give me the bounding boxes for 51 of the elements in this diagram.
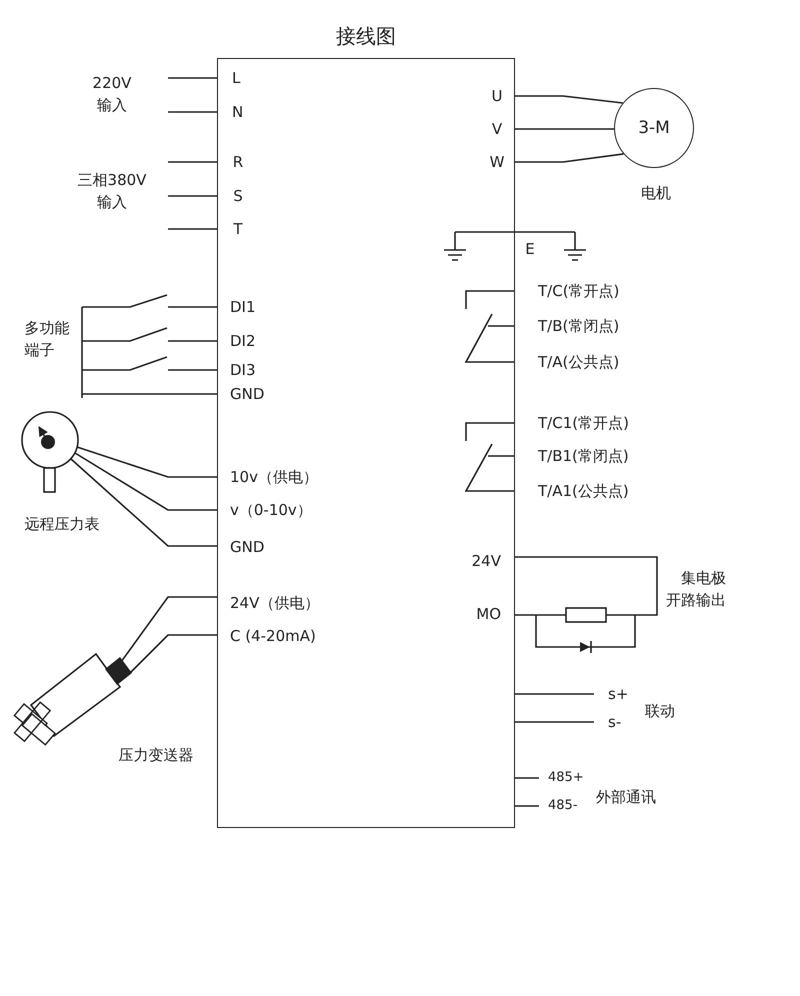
terminal-label: T/C(常开点) bbox=[538, 281, 620, 302]
diagram-title: 接线图 bbox=[336, 25, 396, 47]
terminal-label: N bbox=[232, 102, 244, 123]
terminal-label: s- bbox=[608, 712, 622, 733]
input-label: 多功能端子 bbox=[24, 318, 70, 361]
wire bbox=[74, 452, 217, 511]
device-caption: 电机 bbox=[641, 183, 671, 204]
terminal-label: C (4-20mA) bbox=[230, 626, 316, 647]
output-label: 集电极开路输出 bbox=[666, 568, 727, 611]
pressure-gauge-drawing bbox=[20, 410, 80, 494]
wire bbox=[128, 634, 217, 675]
wire bbox=[515, 128, 614, 130]
controller-box bbox=[217, 58, 515, 828]
terminal-label: W bbox=[490, 152, 504, 173]
terminal-label: T/B(常闭点) bbox=[538, 316, 620, 337]
motor-label: 3-M bbox=[638, 118, 670, 138]
device-caption: 远程压力表 bbox=[24, 514, 100, 535]
wire bbox=[515, 153, 624, 163]
terminal-label: L bbox=[232, 68, 240, 89]
terminal-label: 24V bbox=[472, 551, 501, 572]
terminal-label: 485+ bbox=[548, 769, 584, 787]
terminal-label: DI1 bbox=[230, 297, 256, 318]
terminal-label: DI3 bbox=[230, 360, 256, 381]
terminal-label: T bbox=[233, 219, 243, 240]
terminal-label: 485- bbox=[548, 797, 578, 815]
wire bbox=[70, 458, 217, 547]
terminal-label: U bbox=[492, 86, 502, 107]
terminal-label: T/B1(常闭点) bbox=[538, 446, 629, 467]
wire bbox=[76, 446, 217, 478]
terminal-label: s+ bbox=[608, 684, 628, 705]
input-label: 三相380V 输入 bbox=[76, 170, 148, 213]
terminal-label: T/A1(公共点) bbox=[538, 481, 629, 502]
terminal-label: R bbox=[232, 152, 244, 173]
wire bbox=[515, 95, 623, 104]
terminal-label: GND bbox=[230, 537, 264, 558]
terminal-label: 24V（供电） bbox=[230, 593, 320, 614]
function-label: 联动 bbox=[645, 701, 675, 722]
terminal-label: S bbox=[233, 186, 243, 207]
terminal-label: E bbox=[525, 239, 535, 260]
terminal-label: 10v（供电） bbox=[230, 467, 318, 488]
function-label: 外部通讯 bbox=[596, 787, 656, 808]
input-label: 220V 输入 bbox=[92, 73, 132, 116]
terminal-label: MO bbox=[476, 604, 501, 625]
device-caption: 压力变送器 bbox=[118, 745, 194, 766]
wire bbox=[120, 596, 217, 662]
terminal-label: V bbox=[492, 119, 502, 140]
terminal-label: DI2 bbox=[230, 331, 256, 352]
terminal-label: GND bbox=[230, 384, 264, 405]
terminal-label: T/C1(常开点) bbox=[538, 413, 629, 434]
terminal-label: T/A(公共点) bbox=[538, 352, 620, 373]
terminal-label: v（0-10v） bbox=[230, 500, 312, 521]
